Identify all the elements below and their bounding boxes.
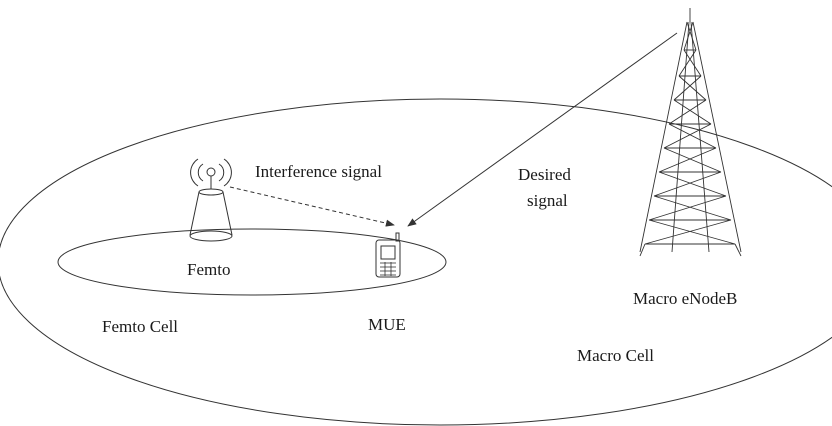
femto-cell-boundary: [57, 228, 447, 296]
mue-label: MUE: [368, 315, 406, 334]
femto-base-station-icon: [189, 158, 233, 242]
macro-tower-icon: [639, 8, 742, 257]
interference-signal-arrow: [229, 186, 395, 227]
desired-signal-arrow: [407, 32, 678, 227]
desired-signal-label-line2: signal: [527, 191, 568, 210]
macro-cell-label: Macro Cell: [577, 346, 654, 365]
desired-signal-label-line1: Desired: [518, 165, 571, 184]
femto-label: Femto: [187, 260, 230, 279]
macro-enodeb-label: Macro eNodeB: [633, 289, 737, 308]
macro-cell-boundary: [0, 98, 832, 426]
mobile-phone-icon: [375, 232, 401, 278]
femto-cell-label: Femto Cell: [102, 317, 178, 336]
interference-signal-label: Interference signal: [255, 162, 382, 181]
